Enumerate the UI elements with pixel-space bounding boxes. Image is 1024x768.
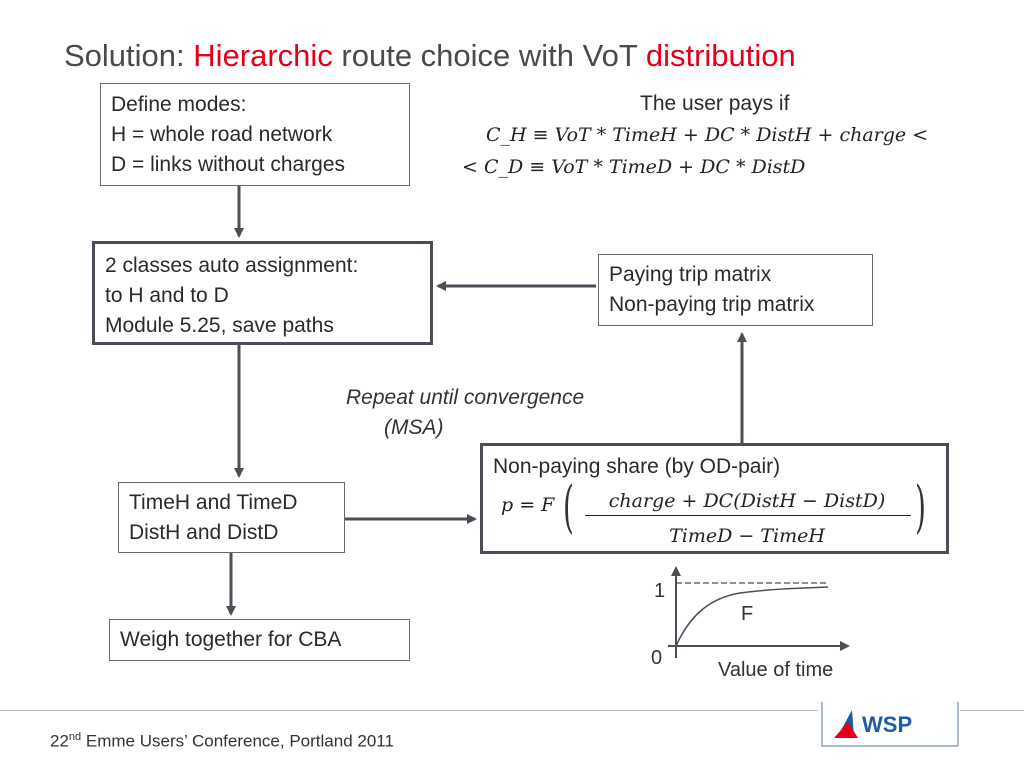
x-axis-label: Value of time [718, 659, 834, 681]
time-dist-box: TimeH and TimeD DistH and DistD [118, 482, 345, 553]
wsp-logo: WSP [818, 702, 960, 748]
time-line: TimeH and TimeD [129, 491, 298, 514]
wsp-logo-mark: WSP [818, 702, 960, 748]
share-formula-lhs: p = F [501, 490, 554, 520]
f-curve [675, 586, 829, 647]
repeat-note-line-2: (MSA) [384, 416, 444, 439]
trip-matrix-box: Paying trip matrix Non-paying trip matri… [598, 254, 873, 326]
y-tick-0: 0 [651, 647, 663, 669]
paying-trip-matrix: Paying trip matrix [609, 263, 772, 286]
define-d-links: D = links without charges [111, 153, 346, 176]
share-numerator: charge + DC(DistH − DistD) [608, 490, 886, 512]
assignment-line-1: 2 classes auto assignment: [105, 254, 359, 277]
user-pays-formula-1: C_H ≡ VoT * TimeH + DC * DistH + charge … [486, 124, 929, 146]
title-prefix: Solution: [64, 38, 194, 73]
title-highlight-distribution: distribution [645, 38, 796, 73]
open-paren: ( [563, 475, 574, 540]
repeat-note-line-1: Repeat until convergence [346, 386, 585, 409]
footer-ordinal-suffix: nd [68, 731, 82, 743]
user-pays-title: The user pays if [640, 92, 790, 115]
assignment-line-2: to H and to D [105, 284, 229, 307]
share-denominator: TimeD − TimeH [669, 525, 825, 547]
share-formula-p: p = F [501, 494, 555, 516]
value-of-time-curve [668, 566, 850, 658]
weigh-label: Weigh together for CBA [120, 628, 342, 651]
y-tick-1: 1 [654, 580, 666, 602]
slide-title: Solution: Hierarchic route choice with V… [64, 38, 796, 74]
non-paying-share-box: Non-paying share (by OD-pair) p = F ( ch… [480, 443, 949, 554]
footer-conference: 22nd Emme Users’ Conference, Portland 20… [50, 731, 394, 752]
assignment-line-3: Module 5.25, save paths [105, 314, 334, 337]
share-title: Non-paying share (by OD-pair) [493, 455, 781, 478]
footer-divider [0, 710, 1024, 711]
define-modes-heading: Define modes: [111, 93, 247, 116]
define-modes-box: Define modes: H = whole road network D =… [100, 83, 410, 186]
weigh-cba-box: Weigh together for CBA [109, 619, 410, 661]
dist-line: DistH and DistD [129, 521, 279, 544]
curve-label-f: F [741, 603, 754, 625]
non-paying-trip-matrix: Non-paying trip matrix [609, 293, 815, 316]
footer-ordinal: 22 [50, 731, 69, 751]
fraction-bar [585, 515, 911, 516]
define-h-network: H = whole road network [111, 123, 333, 146]
repeat-convergence-note: Repeat until convergence (MSA) [346, 383, 584, 443]
close-paren: ) [915, 475, 926, 540]
title-highlight-hierarchic: Hierarchic [193, 38, 333, 73]
auto-assignment-box: 2 classes auto assignment: to H and to D… [92, 241, 433, 345]
footer-text: Emme Users’ Conference, Portland 2011 [81, 731, 394, 751]
user-pays-formula-2: < C_D ≡ VoT * TimeD + DC * DistD [462, 156, 806, 178]
title-middle: route choice with VoT [332, 38, 646, 73]
wsp-logo-text: WSP [862, 712, 912, 737]
